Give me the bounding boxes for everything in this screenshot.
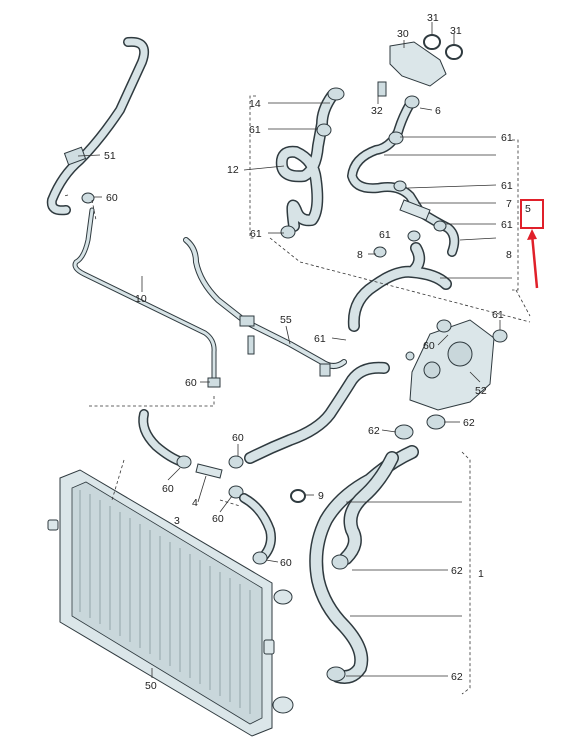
callout-61: 61 xyxy=(501,132,513,144)
callout-14: 14 xyxy=(249,98,261,110)
callout-1: 1 xyxy=(478,568,484,580)
hose-3 xyxy=(138,409,276,565)
callout-61: 61 xyxy=(249,124,261,136)
callout-31: 31 xyxy=(450,25,462,37)
branch-hose-8 xyxy=(347,230,452,332)
highlight-marker xyxy=(520,199,544,289)
callout-55: 55 xyxy=(280,314,292,326)
callout-5: 5 xyxy=(525,203,531,215)
callout-32: 32 xyxy=(371,105,383,117)
callout-12: 12 xyxy=(227,164,239,176)
callout-60: 60 xyxy=(185,377,197,389)
callout-31: 31 xyxy=(427,12,439,24)
upper-pipe-51 xyxy=(46,36,150,216)
hose-6-7-8 xyxy=(347,95,460,257)
callout-labels: 31 31 30 32 6 14 61 12 61 51 60 61 61 7 … xyxy=(104,12,531,692)
callout-61: 61 xyxy=(492,309,504,321)
callout-8: 8 xyxy=(357,249,363,261)
callout-3: 3 xyxy=(174,515,180,527)
callout-8: 8 xyxy=(506,249,512,261)
highlight-arrow xyxy=(530,233,539,289)
callout-61: 61 xyxy=(379,229,391,241)
callout-60: 60 xyxy=(280,557,292,569)
callout-60: 60 xyxy=(106,192,118,204)
callout-50: 50 xyxy=(145,680,157,692)
callout-30: 30 xyxy=(397,28,409,40)
metal-pipe-10 xyxy=(72,207,221,388)
callout-61: 61 xyxy=(250,228,262,240)
callout-52: 52 xyxy=(475,385,487,397)
callout-60: 60 xyxy=(212,513,224,525)
callout-51: 51 xyxy=(104,150,116,162)
leader-lines xyxy=(77,22,512,678)
callout-62: 62 xyxy=(463,417,475,429)
callout-61: 61 xyxy=(501,219,513,231)
callout-61: 61 xyxy=(501,180,513,192)
group-brackets xyxy=(63,95,531,695)
callout-9: 9 xyxy=(318,490,324,502)
callout-10: 10 xyxy=(135,293,147,305)
hose-12 xyxy=(275,87,345,239)
callout-7: 7 xyxy=(506,198,512,210)
callout-4: 4 xyxy=(192,497,198,509)
callout-62: 62 xyxy=(368,425,380,437)
callout-6: 6 xyxy=(435,105,441,117)
middle-hose-60 xyxy=(228,361,390,469)
metal-pipe-55 xyxy=(183,237,347,377)
callout-61: 61 xyxy=(314,333,326,345)
pump-housing-52 xyxy=(405,319,508,411)
callout-62: 62 xyxy=(451,565,463,577)
callout-60: 60 xyxy=(423,340,435,352)
lower-hoses-62 xyxy=(290,414,446,684)
callout-60: 60 xyxy=(232,432,244,444)
radiator xyxy=(47,469,294,737)
highlight-box xyxy=(520,199,544,229)
thermostat-housing-30 xyxy=(377,34,463,97)
callout-62: 62 xyxy=(451,671,463,683)
callout-60: 60 xyxy=(162,483,174,495)
